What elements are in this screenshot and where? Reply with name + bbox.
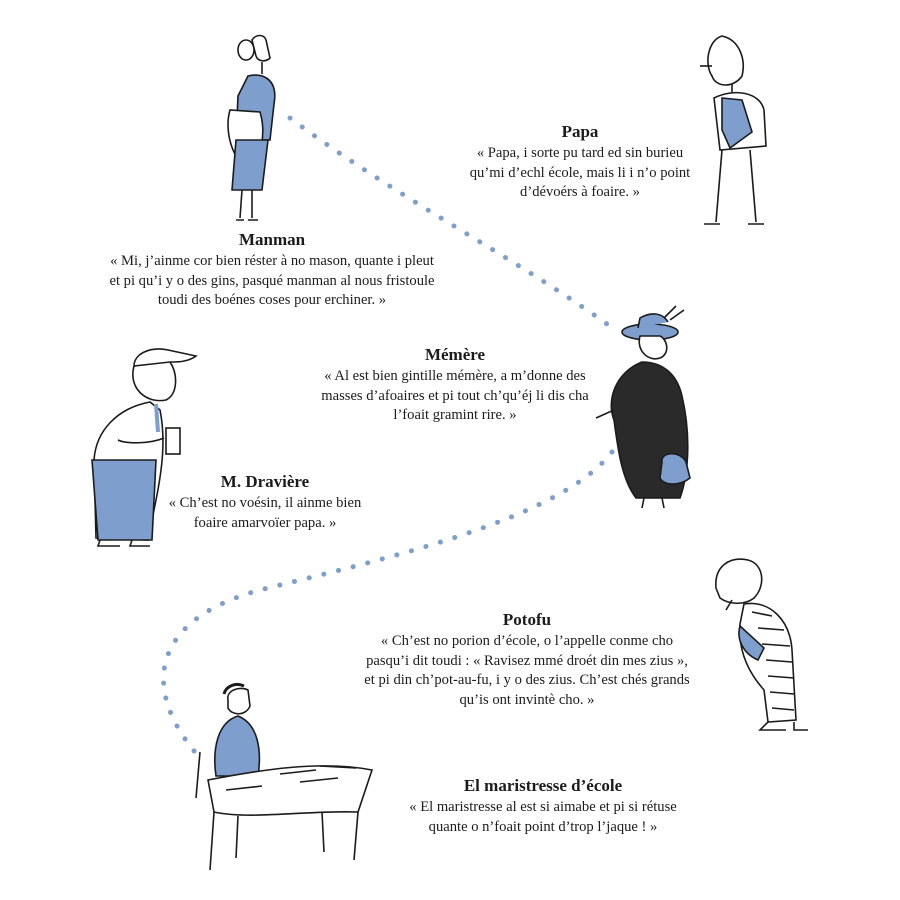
maitresse-quote-line: « El maristresse al est si aimabe et pi … xyxy=(409,799,677,815)
draviere-name: M. Dravière xyxy=(220,472,310,491)
potofu-quote-line: et pi din ch’pot-au-fu, i y o des zius. … xyxy=(364,672,690,688)
papa-quote-line: d’dévoérs à foaire. » xyxy=(520,184,640,200)
maitresse-caption: El maristresse d’école « El maristresse … xyxy=(386,776,700,837)
potofu-name: Potofu xyxy=(502,610,552,629)
draviere-figure xyxy=(91,348,198,547)
potofu-figure xyxy=(715,558,808,731)
draviere-caption: M. Dravière « Ch’est no voésin, il ainme… xyxy=(140,472,390,533)
maitresse-name: El maristresse d’école xyxy=(463,776,623,795)
papa-name: Papa xyxy=(561,122,599,141)
papa-caption: Papa « Papa, i sorte pu tard ed sin buri… xyxy=(440,122,720,203)
memere-quote-line: l’foait gramint rire. » xyxy=(393,407,517,423)
potofu-quote-line: qu’is ont invintè cho. » xyxy=(459,691,595,708)
draviere-quote-line: « Ch’est no voésin, il ainme bien xyxy=(168,495,362,511)
manman-quote-line: toudi des boénes coses pour erchiner. » xyxy=(157,292,387,308)
papa-quote-line: qu’mi d’echl école, mais li i n’o point xyxy=(469,164,691,181)
papa-quote-line: « Papa, i sorte pu tard ed sin burieu xyxy=(476,145,684,161)
papa-figure xyxy=(700,35,767,225)
memere-name: Mémère xyxy=(424,345,486,364)
manman-quote-line: et pi qu’i y o des gins, pasqué manman a… xyxy=(109,272,435,289)
dotted-connector-path xyxy=(161,115,621,761)
manman-name: Manman xyxy=(238,230,306,249)
memere-figure xyxy=(595,305,691,509)
manman-caption: Manman « Mi, j’ainme cor bien réster à n… xyxy=(72,230,472,311)
maitresse-figure xyxy=(195,682,374,871)
maitresse-quote-line: quante o n’foait point d’trop l’jaque ! … xyxy=(428,818,658,835)
potofu-caption: Potofu « Ch’est no porion d’école, o l’a… xyxy=(332,610,722,710)
memere-caption: Mémère « Al est bien gintille mémère, a … xyxy=(292,345,618,426)
memere-quote-line: masses d’afoaires et pi tout ch’qu’éj li… xyxy=(321,387,589,404)
manman-figure xyxy=(227,34,276,221)
draviere-quote-line: foaire amarvoïer papa. » xyxy=(193,514,337,531)
potofu-quote-line: « Ch’est no porion d’école, o l’appelle … xyxy=(380,633,674,649)
manman-quote-line: « Mi, j’ainme cor bien réster à no mason… xyxy=(110,253,434,269)
potofu-quote-line: pasqu’i dit toudi : « Ravisez mmé droét … xyxy=(366,652,688,669)
memere-quote-line: « Al est bien gintille mémère, a m’donne… xyxy=(324,368,586,384)
